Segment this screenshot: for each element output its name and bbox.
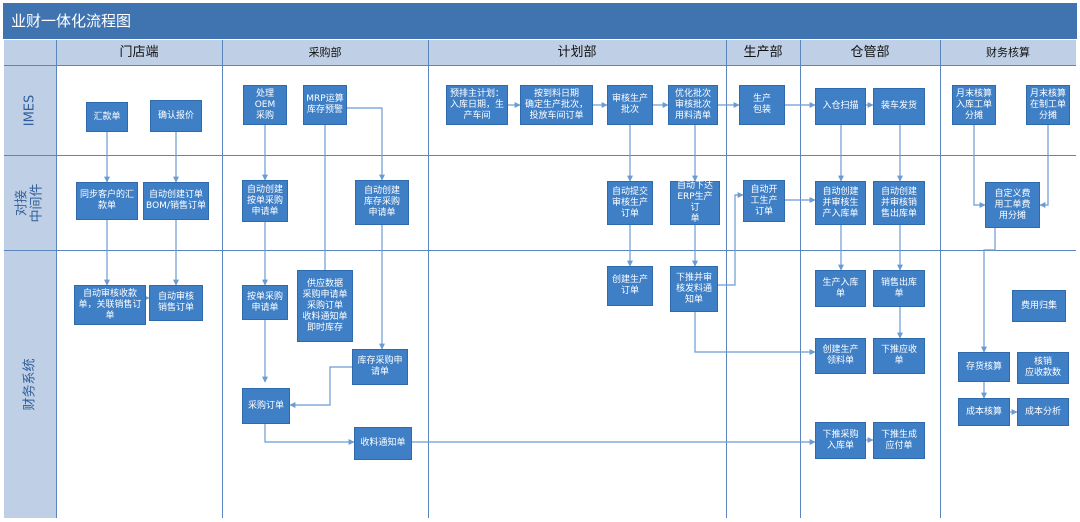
column-production: 生产部 — [743, 45, 783, 60]
node-ship[interactable]: 装车发货 — [873, 88, 925, 125]
node-auto-prod-in[interactable]: 自动创建 并审核生 产入库单 — [815, 181, 866, 225]
node-sync-remittance[interactable]: 同步客户的汇款单 — [76, 182, 138, 220]
node-in-scan[interactable]: 入仓扫描 — [815, 88, 866, 125]
node-auto-audit-receipt[interactable]: 自动审核收款单，关联销售订单 — [74, 285, 146, 325]
node-month-in[interactable]: 月末核算 入库工单 分摊 — [952, 85, 996, 125]
column-plan: 计划部 — [557, 45, 597, 60]
node-create-prod-order[interactable]: 创建生产 订单 — [607, 266, 653, 306]
divider — [56, 40, 57, 518]
node-auto-audit-sales[interactable]: 自动审核 销售订单 — [149, 285, 203, 321]
node-remittance[interactable]: 汇款单 — [86, 102, 128, 132]
node-by-order-req[interactable]: 按单采购 申请单 — [242, 285, 288, 320]
node-confirm-quote[interactable]: 确认报价 — [150, 100, 202, 132]
node-by-date[interactable]: 按到料日期 确定生产批次， 投放车间订单 — [520, 85, 593, 125]
divider — [940, 40, 941, 518]
node-stock-req[interactable]: 库存采购申 请单 — [352, 349, 408, 385]
node-push-payable[interactable]: 下推生成 应付单 — [873, 422, 925, 459]
node-auto-open[interactable]: 自动开 工生产 订单 — [743, 180, 785, 222]
column-header-strip — [4, 40, 1076, 65]
divider — [222, 40, 223, 518]
node-supply-data[interactable]: 供应数据 采购申请单 采购订单 收料通知单 即时库存 — [297, 270, 353, 342]
node-oem[interactable]: 处理OEM 采购 — [243, 85, 287, 125]
connector — [1039, 125, 1049, 208]
node-push-issue[interactable]: 下推并审 核发料通 知单 — [670, 266, 718, 312]
node-prod-in[interactable]: 生产入库 单 — [815, 270, 866, 307]
connector — [718, 192, 744, 286]
node-mrp[interactable]: MRP运算 库存预警 — [303, 85, 347, 125]
divider — [800, 40, 801, 518]
divider — [4, 155, 1076, 156]
node-auto-create-order[interactable]: 自动创建订单 BOM/销售订单 — [143, 182, 209, 220]
node-push-purchase-in[interactable]: 下推采购 入库单 — [815, 422, 866, 459]
node-fee-collect[interactable]: 费用归集 — [1012, 290, 1066, 322]
node-auto-sales-out[interactable]: 自动创建 并审核销 售出库单 — [873, 181, 925, 225]
node-create-pick[interactable]: 创建生产 领料单 — [815, 338, 866, 374]
node-sales-out[interactable]: 销售出库 单 — [873, 270, 925, 307]
node-auto-submit[interactable]: 自动提交 审核生产 订单 — [607, 181, 653, 225]
node-prod-pack[interactable]: 生产 包装 — [739, 85, 785, 125]
node-month-wip[interactable]: 月末核算 在制工单 分摊 — [1026, 85, 1070, 125]
connector — [981, 228, 996, 353]
connector — [347, 107, 385, 181]
connector — [289, 366, 352, 408]
divider — [428, 40, 429, 518]
row-header-strip — [4, 40, 56, 518]
node-cost-analysis[interactable]: 成本分析 — [1017, 398, 1069, 426]
node-push-receivable[interactable]: 下推应收 单 — [873, 338, 925, 374]
node-optimize[interactable]: 优化批次 审核批次 用料清单 — [668, 85, 718, 125]
node-purchase-order[interactable]: 采购订单 — [242, 388, 290, 424]
column-finance: 财务核算 — [986, 46, 1030, 59]
connector — [694, 312, 816, 355]
node-auto-dispatch[interactable]: 自动下达 ERP生产订 单 — [670, 181, 720, 225]
node-master-plan[interactable]: 预排主计划： 入库日期，生 产车间 — [446, 85, 508, 125]
node-verify-ar[interactable]: 核销 应收款数 — [1017, 352, 1069, 384]
node-auto-req-stock[interactable]: 自动创建 库存采购 申请单 — [355, 180, 409, 225]
connector — [973, 125, 986, 208]
column-purchase: 采购部 — [308, 46, 342, 59]
node-receive-notice[interactable]: 收料通知单 — [354, 427, 412, 460]
divider — [726, 40, 727, 518]
divider — [4, 250, 1076, 251]
node-auto-req-order[interactable]: 自动创建 按单采购 申请单 — [242, 180, 288, 222]
node-audit-batch[interactable]: 审核生产 批次 — [607, 85, 653, 125]
page-title: 业财一体化流程图 — [3, 3, 1077, 39]
node-inventory-acc[interactable]: 存货核算 — [958, 352, 1010, 382]
node-cost-acc[interactable]: 成本核算 — [958, 398, 1010, 426]
node-custom-fee[interactable]: 自定义费 用工单费 用分摊 — [985, 182, 1040, 228]
column-warehouse: 仓管部 — [850, 45, 890, 60]
column-store: 门店端 — [119, 45, 159, 60]
connector — [264, 424, 355, 445]
divider — [4, 65, 1076, 66]
